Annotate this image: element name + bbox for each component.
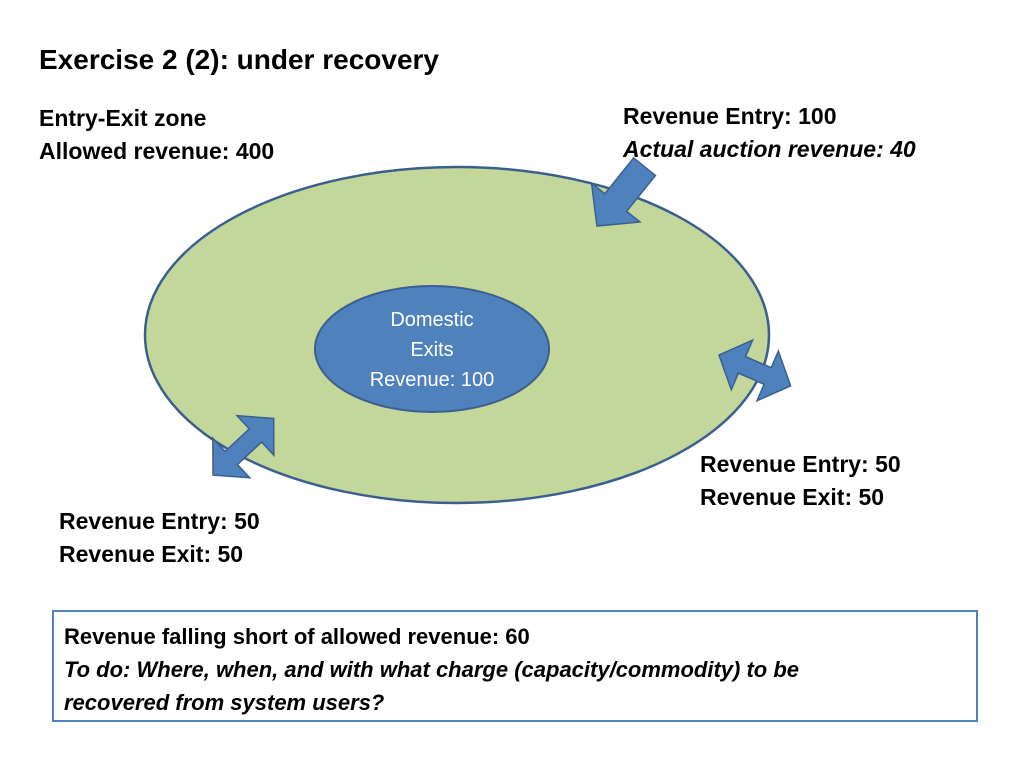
top-right-auction-revenue: Actual auction revenue: 40 xyxy=(623,136,916,162)
zone-allowed-revenue: Allowed revenue: 400 xyxy=(39,138,275,164)
domestic-exits-label: Domestic Exits Revenue: 100 xyxy=(315,305,549,395)
left-interconnection-label: Revenue Entry: 50 Revenue Exit: 50 xyxy=(59,505,260,571)
entry-arrow-icon xyxy=(590,156,657,227)
top-right-revenue-entry: Revenue Entry: 100 xyxy=(623,103,837,129)
domestic-revenue: Revenue: 100 xyxy=(369,369,495,391)
shortfall-note-box: Revenue falling short of allowed revenue… xyxy=(52,610,978,722)
todo-text-line-2: recovered from system users? xyxy=(64,690,385,715)
left-revenue-exit: Revenue Exit: 50 xyxy=(59,541,244,567)
shortfall-text: Revenue falling short of allowed revenue… xyxy=(64,624,530,649)
right-revenue-entry: Revenue Entry: 50 xyxy=(700,451,901,477)
page-title: Exercise 2 (2): under recovery xyxy=(39,44,439,75)
top-right-entry-label: Revenue Entry: 100 Actual auction revenu… xyxy=(623,100,916,166)
domestic-exits-ellipse xyxy=(314,285,550,413)
right-interconnection-label: Revenue Entry: 50 Revenue Exit: 50 xyxy=(700,448,901,514)
zone-name: Entry-Exit zone xyxy=(39,105,207,131)
left-revenue-entry: Revenue Entry: 50 xyxy=(59,508,260,534)
right-bidirectional-arrow-icon xyxy=(718,338,792,403)
domestic-line-2: Exits xyxy=(410,339,454,361)
todo-text-line-1: To do: Where, when, and with what charge… xyxy=(64,657,800,682)
left-bidirectional-arrow-icon xyxy=(212,414,275,479)
domestic-line-1: Domestic xyxy=(390,309,474,331)
right-revenue-exit: Revenue Exit: 50 xyxy=(700,484,885,510)
zone-label: Entry-Exit zone Allowed revenue: 400 xyxy=(39,102,274,168)
